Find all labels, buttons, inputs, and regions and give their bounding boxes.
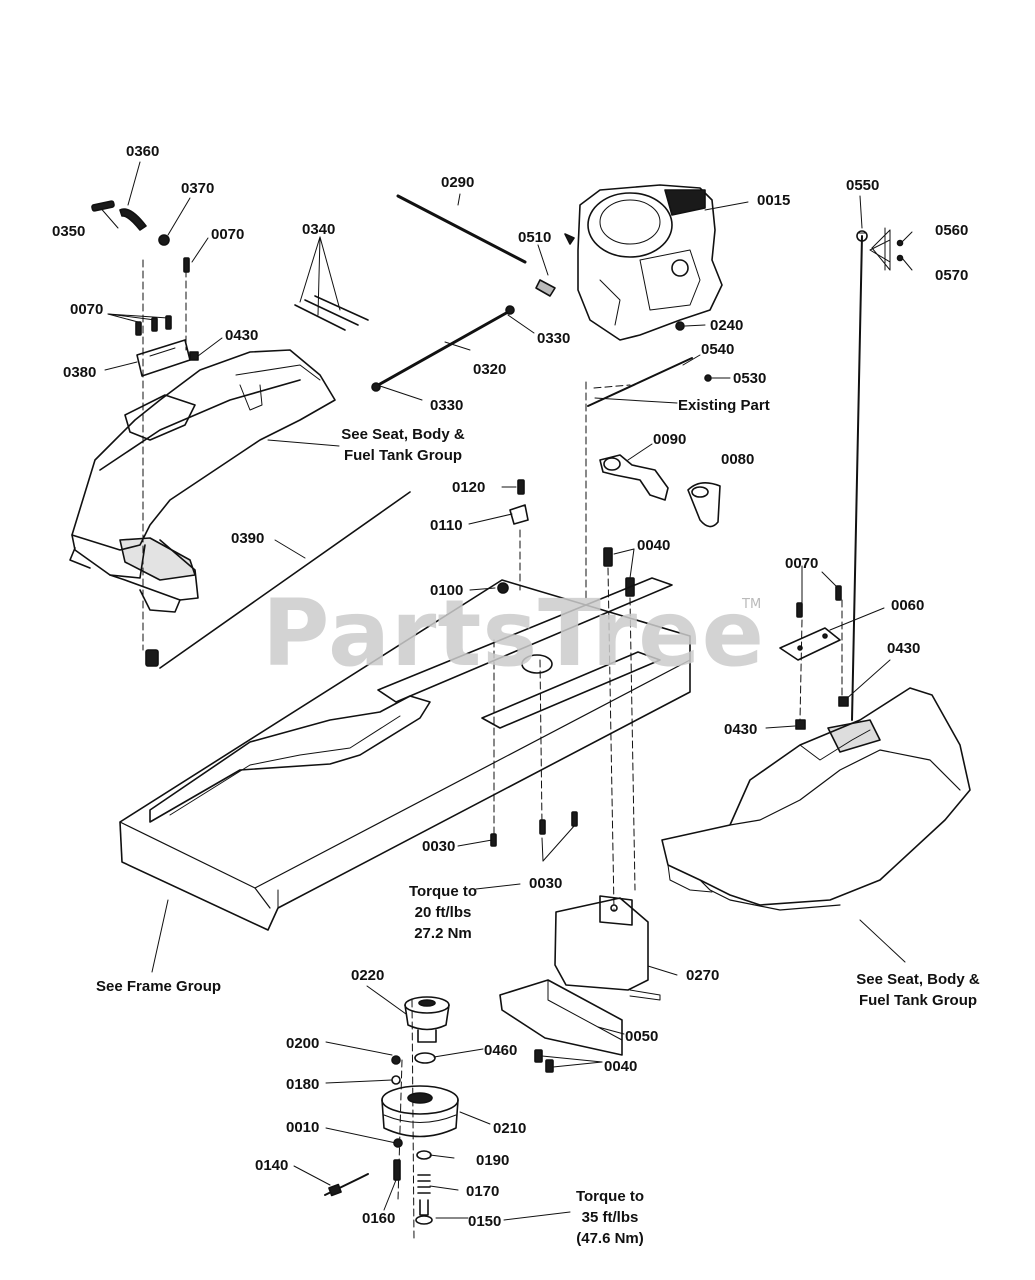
callout-0320: 0320 xyxy=(473,361,507,378)
callout-0080: 0080 xyxy=(721,451,755,468)
callout-0120: 0120 xyxy=(452,479,486,496)
callout-0540: 0540 xyxy=(701,341,735,358)
washer-0460 xyxy=(414,1052,436,1064)
rods xyxy=(371,194,712,407)
left-body-panel xyxy=(69,349,336,613)
dipstick-0550 xyxy=(851,230,868,721)
callout-0220: 0220 xyxy=(351,967,385,984)
washer-0010 xyxy=(393,1138,403,1148)
bracket-0560 xyxy=(869,227,891,271)
callout-0110: 0110 xyxy=(430,517,463,534)
callout-0040-top: 0040 xyxy=(637,537,671,554)
callout-0050: 0050 xyxy=(625,1028,659,1045)
spring-0170 xyxy=(417,1174,431,1194)
note-torque-35: Torque to 35 ft/lbs (47.6 Nm) xyxy=(565,1186,655,1249)
callout-0200: 0200 xyxy=(286,1035,320,1052)
note-line: (47.6 Nm) xyxy=(576,1230,644,1247)
note-line: 35 ft/lbs xyxy=(581,1209,639,1226)
right-hardware xyxy=(795,585,849,730)
exhaust-pipes xyxy=(599,454,721,528)
callout-0030-right: 0030 xyxy=(529,875,563,892)
bracket-0380 xyxy=(136,339,191,377)
note-line: See Seat, Body & xyxy=(341,426,465,443)
callout-0570: 0570 xyxy=(935,267,969,284)
callout-0015: 0015 xyxy=(757,192,791,209)
callout-0550: 0550 xyxy=(846,177,880,194)
heat-shield-0050 xyxy=(499,979,623,1056)
leader-lines xyxy=(97,161,913,1221)
note-line: 27.2 Nm xyxy=(414,925,472,942)
callout-0240: 0240 xyxy=(710,317,744,334)
callout-0060: 0060 xyxy=(891,597,925,614)
callout-0290: 0290 xyxy=(441,174,475,191)
note-line: See Seat, Body & xyxy=(856,971,980,988)
note-see-frame-group: See Frame Group xyxy=(96,978,222,995)
callout-0070-left: 0070 xyxy=(70,301,104,318)
callout-0270: 0270 xyxy=(686,967,720,984)
cable-ties xyxy=(294,295,369,331)
note-existing-part: Existing Part xyxy=(678,397,770,414)
callout-0380: 0380 xyxy=(63,364,97,381)
callout-0210: 0210 xyxy=(493,1120,527,1137)
note-line: Torque to xyxy=(408,883,478,900)
callout-0070-right: 0070 xyxy=(785,555,819,572)
callout-0190: 0190 xyxy=(476,1152,510,1169)
callout-0070-top: 0070 xyxy=(211,226,245,243)
nut-0200 xyxy=(391,1055,401,1065)
washer-0190 xyxy=(416,1150,432,1160)
bolt-0160 xyxy=(393,1159,401,1181)
washer-0570 xyxy=(896,254,904,262)
bracket-0060 xyxy=(779,627,841,661)
callout-0370: 0370 xyxy=(181,180,215,197)
muffler-0270 xyxy=(554,895,661,1001)
callout-0510: 0510 xyxy=(518,229,552,246)
washer-0560 xyxy=(896,239,904,247)
trademark-mark: TM xyxy=(742,597,762,612)
callout-0360: 0360 xyxy=(126,143,160,160)
note-line: Fuel Tank Group xyxy=(858,992,978,1009)
main-frame xyxy=(119,577,691,931)
callout-0160: 0160 xyxy=(362,1210,396,1227)
middle-hardware xyxy=(490,479,635,1073)
rod-0390 xyxy=(159,491,411,669)
callout-0530: 0530 xyxy=(733,370,767,387)
clutch-0210 xyxy=(381,1085,459,1138)
callout-0460: 0460 xyxy=(484,1042,518,1059)
bolt-0150 xyxy=(419,1199,429,1216)
pulley-0220 xyxy=(404,996,450,1043)
callout-0330-right: 0330 xyxy=(537,330,571,347)
callout-0430-right-bottom: 0430 xyxy=(724,721,758,738)
note-line: 20 ft/lbs xyxy=(414,904,472,921)
callout-0090: 0090 xyxy=(653,431,687,448)
callout-0430-left: 0430 xyxy=(225,327,259,344)
callout-0350: 0350 xyxy=(52,223,86,240)
callout-0560: 0560 xyxy=(935,222,969,239)
washer-0180 xyxy=(391,1075,401,1085)
note-seat-body-fuel-top: See Seat, Body & Fuel Tank Group xyxy=(333,424,473,466)
engine xyxy=(564,184,723,341)
callout-0430-right-top: 0430 xyxy=(887,640,921,657)
callout-0150: 0150 xyxy=(468,1213,502,1230)
callout-0040-bottom: 0040 xyxy=(604,1058,638,1075)
right-body-panel xyxy=(661,687,971,911)
callout-0100: 0100 xyxy=(430,582,464,599)
callout-0030-left: 0030 xyxy=(422,838,456,855)
note-seat-body-fuel-bottom: See Seat, Body & Fuel Tank Group xyxy=(848,969,988,1011)
callout-0340: 0340 xyxy=(302,221,336,238)
top-left-hardware xyxy=(91,200,199,667)
note-line: Fuel Tank Group xyxy=(343,447,463,464)
callout-0390: 0390 xyxy=(231,530,265,547)
watermark-logo: PartsTree xyxy=(262,580,765,687)
callout-0140: 0140 xyxy=(255,1157,289,1174)
callout-0180: 0180 xyxy=(286,1076,320,1093)
note-torque-20: Torque to 20 ft/lbs 27.2 Nm xyxy=(398,881,488,944)
callout-0330-left: 0330 xyxy=(430,397,464,414)
callout-0170: 0170 xyxy=(466,1183,500,1200)
callout-0010: 0010 xyxy=(286,1119,320,1136)
note-line: Torque to xyxy=(575,1188,645,1205)
